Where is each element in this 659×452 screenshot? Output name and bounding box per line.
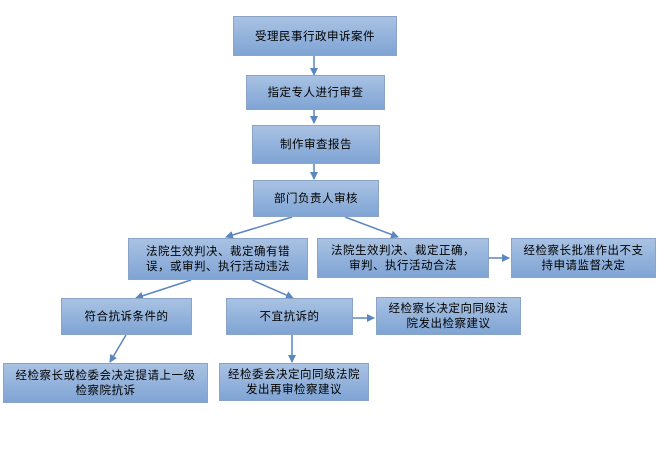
node-retrial-suggest: 经检委会决定向同级法院发出再审检察建议	[219, 363, 369, 401]
node-meet-protest: 符合抗诉条件的	[61, 298, 192, 335]
node-correct-case-text: 法院生效判决、裁定正确，审判、执行活动合法	[331, 243, 475, 272]
node-review-report-text: 制作审查报告	[280, 137, 352, 151]
node-correct-case: 法院生效判决、裁定正确，审判、执行活动合法	[317, 238, 489, 278]
arrow-error-to-notprotest	[251, 279, 294, 299]
node-assign-reviewer: 指定专人进行审查	[246, 75, 385, 110]
node-same-level-suggest-text: 经检察长决定向同级法院发出检察建议	[388, 301, 509, 330]
arrow-review-to-error	[225, 216, 293, 239]
node-retrial-suggest-text: 经检委会决定向同级法院发出再审检察建议	[228, 367, 360, 396]
node-dept-review: 部门负责人审核	[253, 180, 379, 217]
arrow-meet-to-upper	[109, 334, 127, 363]
node-not-protest: 不宜抗诉的	[226, 298, 353, 335]
node-error-case: 法院生效判决、裁定确有错误，或审判、执行活动违法	[128, 238, 308, 280]
node-same-level-suggest: 经检察长决定向同级法院发出检察建议	[376, 297, 521, 335]
node-meet-protest-text: 符合抗诉条件的	[84, 309, 169, 323]
node-assign-reviewer-text: 指定专人进行审查	[267, 85, 364, 99]
node-not-protest-text: 不宜抗诉的	[259, 309, 320, 323]
arrow-error-to-meet	[135, 279, 192, 300]
node-not-support-text: 经检察长批准作出不支持申请监督决定	[523, 243, 644, 272]
node-not-support: 经检察长批准作出不支持申请监督决定	[511, 238, 656, 278]
node-error-case-text: 法院生效判决、裁定确有错误，或审判、执行活动违法	[146, 244, 290, 273]
node-accept-case: 受理民事行政申诉案件	[233, 16, 397, 56]
node-dept-review-text: 部门负责人审核	[274, 191, 358, 205]
arrow-review-to-correct	[344, 216, 399, 239]
node-upper-protest-text: 经检察长或检委会决定提请上一级检察院抗诉	[15, 368, 196, 397]
node-review-report: 制作审查报告	[252, 125, 380, 164]
node-accept-case-text: 受理民事行政申诉案件	[255, 28, 375, 43]
node-upper-protest: 经检察长或检委会决定提请上一级检察院抗诉	[3, 363, 208, 403]
